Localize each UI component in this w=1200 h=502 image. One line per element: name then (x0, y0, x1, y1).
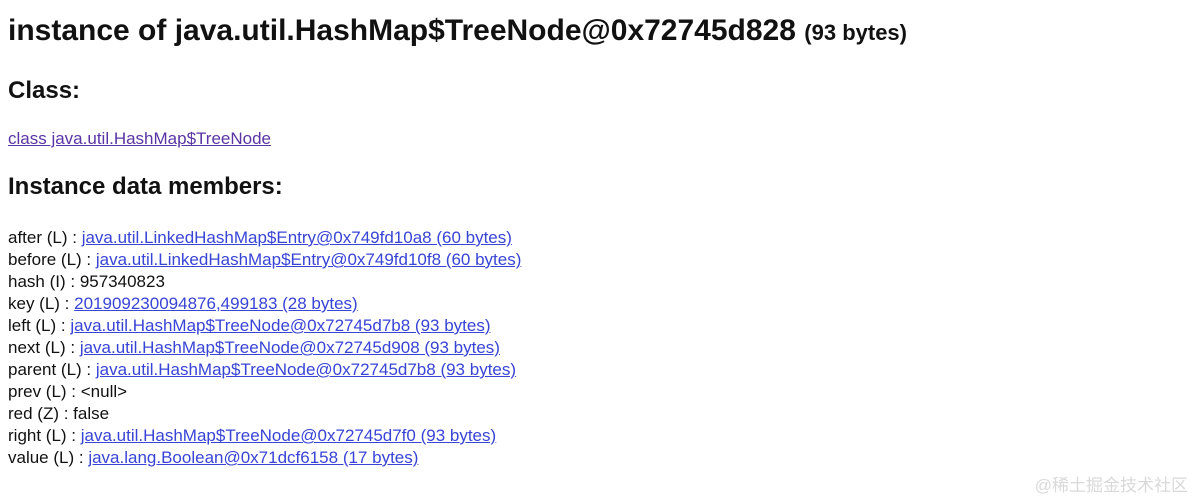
member-label: key (L) : (8, 294, 75, 313)
member-value-link[interactable]: java.util.HashMap$TreeNode@0x72745d7f0 (… (80, 426, 497, 445)
heap-instance-page: instance of java.util.HashMap$TreeNode@0… (0, 12, 1200, 495)
members-section-heading: Instance data members: (8, 173, 283, 200)
member-label: right (L) : (8, 426, 81, 445)
member-row: prev (L) : <null> (8, 381, 1192, 403)
member-label: parent (L) : (8, 360, 96, 379)
member-label: red (Z) : (8, 404, 74, 423)
member-row: left (L) : java.util.HashMap$TreeNode@0x… (8, 315, 1192, 337)
class-link-row: class java.util.HashMap$TreeNode (8, 128, 1192, 150)
member-label: value (L) : (8, 448, 89, 467)
watermark: @稀土掘金技术社区 (1034, 476, 1188, 495)
page-title: instance of java.util.HashMap$TreeNode@0… (8, 12, 1192, 52)
member-row: value (L) : java.lang.Boolean@0x71dcf615… (8, 447, 1192, 469)
member-value: <null> (80, 382, 128, 401)
member-label: before (L) : (8, 250, 96, 269)
member-value-link[interactable]: java.util.HashMap$TreeNode@0x72745d7b8 (… (70, 316, 491, 335)
member-value-link[interactable]: java.util.LinkedHashMap$Entry@0x749fd10f… (95, 250, 522, 269)
member-value-link[interactable]: java.util.HashMap$TreeNode@0x72745d7b8 (… (95, 360, 517, 379)
member-value-link[interactable]: java.util.LinkedHashMap$Entry@0x749fd10a… (81, 228, 512, 247)
member-label: after (L) : (8, 228, 82, 247)
page-title-main: instance of java.util.HashMap$TreeNode@0… (8, 14, 796, 47)
member-row: hash (I) : 957340823 (8, 271, 1192, 293)
member-row: red (Z) : false (8, 403, 1192, 425)
member-value-link[interactable]: java.util.HashMap$TreeNode@0x72745d908 (… (79, 338, 500, 357)
member-row: after (L) : java.util.LinkedHashMap$Entr… (8, 227, 1192, 249)
member-value: false (73, 404, 110, 423)
member-row: next (L) : java.util.HashMap$TreeNode@0x… (8, 337, 1192, 359)
member-value-link[interactable]: 201909230094876,499183 (28 bytes) (74, 294, 358, 313)
member-label: left (L) : (8, 316, 71, 335)
member-value-link[interactable]: java.lang.Boolean@0x71dcf6158 (17 bytes) (88, 448, 419, 467)
member-value: 957340823 (79, 272, 165, 291)
member-row: right (L) : java.util.HashMap$TreeNode@0… (8, 425, 1192, 447)
member-label: next (L) : (8, 338, 80, 357)
member-label: hash (I) : (8, 272, 80, 291)
member-row: parent (L) : java.util.HashMap$TreeNode@… (8, 359, 1192, 381)
members-list: after (L) : java.util.LinkedHashMap$Entr… (8, 227, 1192, 469)
member-row: before (L) : java.util.LinkedHashMap$Ent… (8, 249, 1192, 271)
member-row: key (L) : 201909230094876,499183 (28 byt… (8, 293, 1192, 315)
member-label: prev (L) : (8, 382, 81, 401)
page-title-byte-size: (93 bytes) (804, 20, 907, 45)
class-section-heading: Class: (8, 77, 81, 104)
class-link[interactable]: class java.util.HashMap$TreeNode (8, 129, 271, 148)
